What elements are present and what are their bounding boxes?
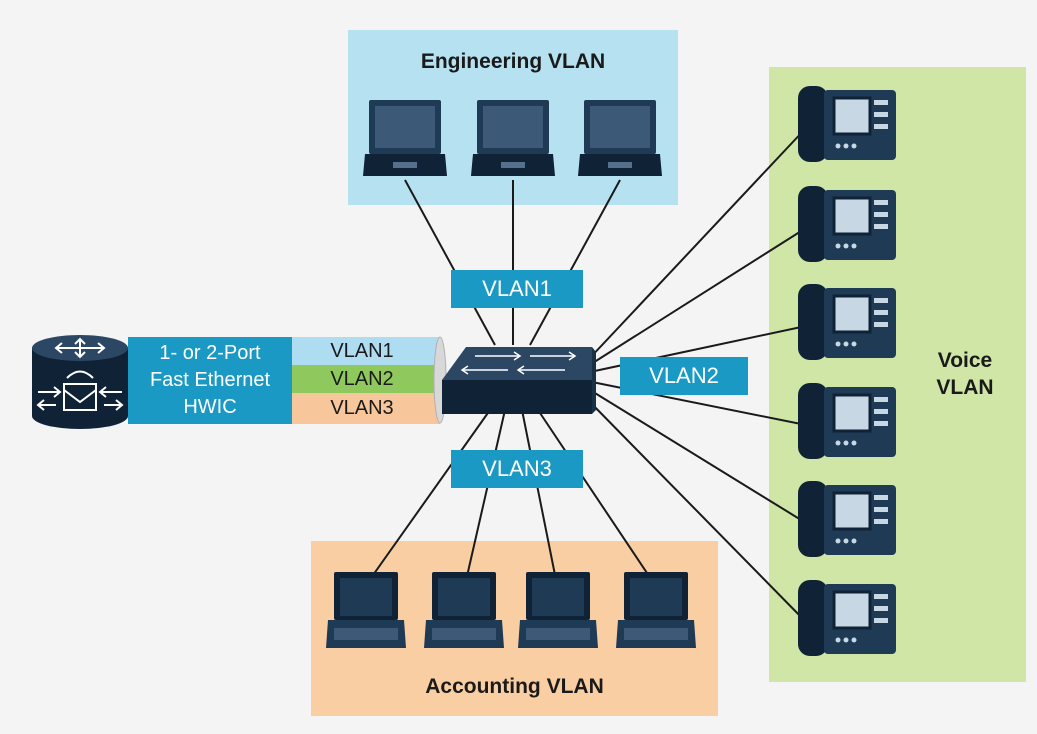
- laptop-icon: [471, 100, 555, 176]
- ip-phone-icon: [798, 580, 896, 656]
- laptop-icon: [616, 572, 696, 648]
- trunk-band-vlan1: [292, 337, 440, 365]
- ip-phone-icon: [798, 86, 896, 162]
- ip-phone-icon: [798, 383, 896, 459]
- router-icon: [32, 335, 128, 429]
- voice-vlan-title: Voice VLAN: [917, 347, 1013, 401]
- switch-icon: [442, 347, 596, 414]
- trunk-band-label-vlan3: VLAN3: [330, 397, 394, 419]
- ip-phone-icon: [798, 481, 896, 557]
- vlan1-tag: VLAN1: [451, 270, 583, 308]
- link-phone-1: [587, 127, 807, 361]
- voice-vlan-title-line1: Voice: [937, 349, 993, 372]
- link-eng-laptop-3: [529, 179, 621, 346]
- link-eng-laptop-1: [404, 179, 496, 346]
- engineering-vlan-title: Engineering VLAN: [420, 50, 606, 73]
- vlan2-tag: VLAN2: [620, 357, 748, 395]
- laptop-icon: [424, 572, 504, 648]
- hwic-label: 1- or 2-Port Fast Ethernet HWIC: [128, 340, 292, 421]
- ip-phone-icon: [798, 284, 896, 360]
- accounting-vlan-title: Accounting VLAN: [425, 675, 604, 698]
- voice-vlan-title-line2: VLAN: [936, 376, 994, 399]
- trunk-band-label-vlan1: VLAN1: [330, 340, 394, 362]
- laptop-icon: [518, 572, 598, 648]
- trunk-band-label-vlan2: VLAN2: [330, 368, 394, 390]
- voice-vlan-zone: Voice VLAN: [769, 67, 1026, 682]
- link-acct-laptop-4: [537, 409, 656, 586]
- ip-phone-icon: [798, 186, 896, 262]
- hwic-label-box: 1- or 2-Port Fast Ethernet HWIC: [128, 337, 292, 424]
- link-acct-laptop-2: [464, 409, 506, 586]
- trunk-band-vlan2: [292, 365, 440, 393]
- vlan3-tag: VLAN3: [451, 450, 583, 488]
- link-phone-2: [587, 227, 807, 367]
- link-phone-6: [585, 397, 807, 623]
- laptop-icon: [363, 100, 447, 176]
- link-phone-5: [589, 389, 807, 524]
- trunk-band-vlan3: [292, 393, 440, 424]
- hwic-label-line3: HWIC: [183, 396, 237, 418]
- link-acct-laptop-3: [521, 409, 558, 586]
- hwic-label-line1: 1- or 2-Port: [159, 342, 261, 364]
- hwic-label-line2: Fast Ethernet: [149, 369, 271, 391]
- laptop-icon: [326, 572, 406, 648]
- link-acct-laptop-1: [365, 409, 491, 586]
- laptop-icon: [578, 100, 662, 176]
